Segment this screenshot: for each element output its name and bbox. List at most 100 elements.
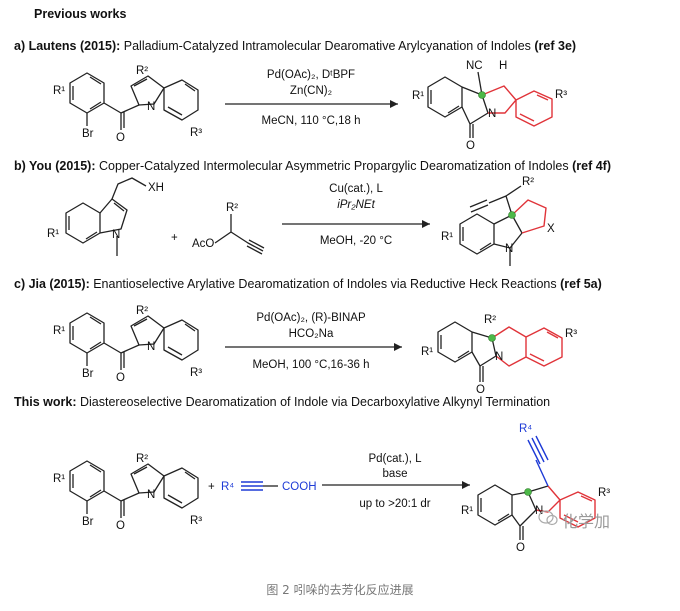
row-d-condition-1: Pd(cat.), L <box>368 453 422 465</box>
nc-label: NC <box>466 60 483 72</box>
carbonyl-bond <box>103 490 140 518</box>
cyano-bond <box>477 71 483 96</box>
row-a-text: Palladium-Catalyzed Intramolecular Dearo… <box>120 39 534 53</box>
benzoyl-ring <box>69 460 105 502</box>
o-label: O <box>116 372 125 384</box>
stereocenter-dot <box>508 211 516 219</box>
row-d-header: This work: Diastereoselective Dearomatiz… <box>14 395 550 409</box>
propargyl-skeleton <box>214 214 265 255</box>
r1-label: R¹ <box>461 505 473 517</box>
row-b-condition-1: Cu(cat.), L <box>329 183 383 195</box>
row-c-condition-3: MeOH, 100 °C,16-36 h <box>252 359 369 371</box>
r2-label: R² <box>484 314 496 326</box>
stereocenter-dot <box>524 488 532 496</box>
pyrrole-ring <box>99 198 128 234</box>
r1-label: R¹ <box>53 85 65 97</box>
row-c-lead: c) Jia (2015): <box>14 277 90 291</box>
r1-label: R¹ <box>53 325 65 337</box>
benzoyl-ring <box>69 72 105 114</box>
row-d-text: Diastereoselective Dearomatization of In… <box>77 395 551 409</box>
row-a-condition-3: MeCN, 110 °C,18 h <box>262 115 361 127</box>
r2-label: R² <box>226 202 238 214</box>
aco-label: AcO <box>192 238 214 250</box>
watermark-icon <box>538 510 558 526</box>
figure-caption: 图 2 吲哚的去芳化反应进展 <box>266 583 414 597</box>
alkyne-highlight <box>527 435 549 487</box>
row-c-condition-2: HCO₂Na <box>289 328 334 340</box>
row-d-condition-2: base <box>383 468 408 480</box>
r1-label: R¹ <box>47 228 59 240</box>
side-chain <box>111 177 147 200</box>
isoindolinone-ring <box>511 491 537 540</box>
row-c-product: R¹ R² N O R³ <box>421 314 577 396</box>
o-label: O <box>116 520 125 532</box>
o-label: O <box>116 132 125 144</box>
pyrrolidine-highlight <box>511 199 547 234</box>
o-label: O <box>516 542 525 554</box>
row-c-condition-1: Pd(OAc)₂, (R)-BINAP <box>256 312 366 324</box>
r4-label: R⁴ <box>221 481 234 493</box>
r3-label: R³ <box>555 89 567 101</box>
carbonyl-bond <box>103 102 140 130</box>
pyrrole-ring <box>130 463 165 494</box>
row-d-product: R⁴ R¹ N O R³ <box>461 423 610 554</box>
alkyne-substituent <box>469 185 522 216</box>
row-d-condition-3: up to >20:1 dr <box>359 498 430 510</box>
isoindolinone-benzo-ring <box>437 321 473 363</box>
indole-benzo-ring <box>163 467 199 509</box>
row-a-header: a) Lautens (2015): Palladium-Catalyzed I… <box>14 39 576 53</box>
row-c-header: c) Jia (2015): Enantioselective Arylativ… <box>14 277 602 291</box>
row-b-condition-2: iPr₂NEt <box>337 199 375 211</box>
r1-label: R¹ <box>421 346 433 358</box>
pyrrole-ring <box>130 75 165 106</box>
fused-ring-highlight <box>491 326 563 367</box>
row-a-condition-1: Pd(OAc)₂, DᵗBPF <box>267 69 355 81</box>
indoline-highlight <box>481 85 553 127</box>
r2-label: R² <box>136 65 148 77</box>
x-label: X <box>547 223 555 235</box>
br-label: Br <box>82 368 94 380</box>
n-label: N <box>488 108 496 120</box>
row-a-conditions: Pd(OAc)₂, DᵗBPF Zn(CN)₂ MeCN, 110 °C,18 … <box>225 69 398 127</box>
r3-label: R³ <box>190 515 202 527</box>
row-d-lead: This work: <box>14 395 77 409</box>
r2-label: R² <box>136 453 148 465</box>
r1-label: R¹ <box>412 90 424 102</box>
row-d-arrowhead <box>462 481 470 489</box>
indoline-benzo-ring <box>459 213 495 255</box>
row-c-text: Enantioselective Arylative Dearomatizati… <box>90 277 560 291</box>
indoline-ring <box>493 214 523 266</box>
row-c-reactant: R¹ Br O R² N R³ <box>53 305 202 384</box>
xh-label: XH <box>148 182 164 194</box>
cooh-label: COOH <box>282 481 317 493</box>
indoline-highlight <box>535 485 596 528</box>
carbonyl-bond <box>103 342 140 370</box>
row-b-product: R¹ R² X N <box>441 176 555 266</box>
benzoyl-ring <box>69 312 105 354</box>
row-b-arrowhead <box>422 220 430 228</box>
row-b-reactant-propargyl: R² AcO <box>192 202 265 255</box>
row-b-lead: b) You (2015): <box>14 159 96 173</box>
row-a-product: R¹ NC H N O R³ <box>412 60 567 152</box>
row-a-arrowhead <box>390 100 398 108</box>
row-c-ref: (ref 5a) <box>560 277 602 291</box>
r1-label: R¹ <box>441 231 453 243</box>
indole-benzo-ring <box>163 79 199 121</box>
n-label: N <box>147 341 155 353</box>
isoindolinone-benzo-ring <box>477 484 513 526</box>
row-b-ref: (ref 4f) <box>572 159 611 173</box>
r1-label: R¹ <box>53 473 65 485</box>
r4-label: R⁴ <box>519 423 532 435</box>
row-a-condition-2: Zn(CN)₂ <box>290 85 332 97</box>
row-b-reactant-indole: R¹ XH N <box>47 177 164 256</box>
o-label: O <box>466 140 475 152</box>
row-d-alkynoic-acid: R⁴ COOH <box>221 481 317 493</box>
r3-label: R³ <box>190 367 202 379</box>
o-label: O <box>476 384 485 396</box>
br-label: Br <box>82 128 94 140</box>
h-label: H <box>499 60 507 72</box>
row-b-text: Copper-Catalyzed Intermolecular Asymmetr… <box>96 159 573 173</box>
plus-sign: + <box>171 232 178 244</box>
watermark: 化学加 <box>562 512 611 531</box>
n-label: N <box>505 243 513 255</box>
